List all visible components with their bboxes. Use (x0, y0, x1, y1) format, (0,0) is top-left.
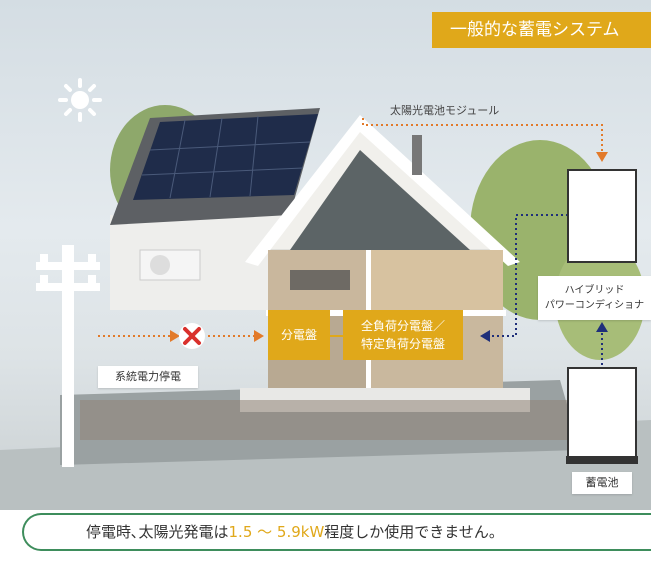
load-board-label-line1: 全負荷分電盤／ (360, 319, 445, 333)
pcs-unit (567, 169, 637, 263)
solar-panels (133, 114, 318, 200)
grid-outage-label: 系統電力停電 (98, 366, 198, 388)
arrow-grid-to-outage (98, 330, 180, 342)
battery-label: 蓄電池 (572, 472, 632, 494)
house-illustration (0, 78, 651, 510)
caption-prefix: 停電時､太陽光発電は (86, 523, 229, 541)
load-board-label: 全負荷分電盤／ 特定負荷分電盤 (343, 310, 463, 360)
caption-suffix: 程度しか使用できません。 (324, 523, 504, 541)
arrow-solar-to-pcs (362, 118, 608, 162)
caption-text: 停電時､太陽光発電は1.5 ～ 5.9kW程度しか使用できません。 (86, 515, 504, 549)
arrow-outage-to-board (208, 330, 264, 342)
battery-unit (567, 367, 637, 461)
outage-cross-icon (179, 323, 205, 349)
caption-bar: 停電時､太陽光発電は1.5 ～ 5.9kW程度しか使用できません。 (22, 513, 651, 551)
hybrid-pcs-label-line2: パワーコンディショナ (544, 300, 645, 311)
sun-icon (58, 78, 102, 122)
solar-module-label: 太陽光電池モジュール (390, 104, 500, 117)
hybrid-pcs-label: ハイブリッド パワーコンディショナ (538, 276, 651, 320)
page-title: 一般的な蓄電システム (432, 12, 651, 48)
caption-range: 1.5 ～ 5.9kW (228, 523, 325, 541)
load-board-label-line2: 特定負荷分電盤 (360, 337, 445, 351)
arrow-pcs-to-load-board (480, 214, 568, 342)
utility-pole (62, 245, 74, 467)
hybrid-pcs-label-line1: ハイブリッド (564, 285, 625, 296)
diagram-scene: 一般的な蓄電システム 太陽光電池モジュール ハイブリッド パワーコンディショナ … (0, 0, 651, 510)
distribution-board-label: 分電盤 (268, 310, 330, 360)
arrow-battery-to-pcs (596, 322, 608, 365)
